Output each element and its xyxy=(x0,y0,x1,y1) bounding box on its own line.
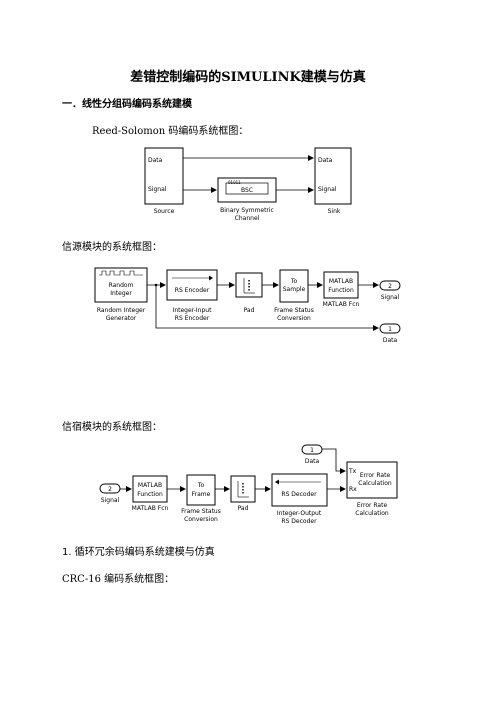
outport-signal-label: Signal xyxy=(381,294,400,301)
to-frame-text-2: Frame xyxy=(192,491,211,498)
wire-data-to-tx xyxy=(322,448,346,474)
error-rate-port-tx: Tx xyxy=(348,468,357,475)
rs-system-diagram: Data Signal Source BSC 01011 Binary Symm… xyxy=(144,147,352,222)
random-integer-label-2: Generator xyxy=(106,315,137,322)
matlab-fcn-block-2[interactable]: MATLAB Function xyxy=(132,475,168,503)
rs-encoder-label-2: RS Encoder xyxy=(175,315,210,322)
section-heading-crc: 1. 循环冗余码编码系统建模与仿真 xyxy=(62,547,215,558)
random-integer-block[interactable]: Random Integer xyxy=(94,267,148,303)
source-port-signal: Signal xyxy=(148,186,167,193)
source-caption: 信源模块的系统框图： xyxy=(62,242,162,253)
random-integer-label-1: Random Integer xyxy=(97,307,146,314)
inport-data-num: 1 xyxy=(310,447,314,454)
inport-data[interactable]: 1 xyxy=(301,444,323,455)
pad-label: Pad xyxy=(244,307,255,314)
outport-data-num: 1 xyxy=(388,326,392,333)
to-sample-label-2: Conversion xyxy=(277,315,311,322)
matlab-fcn-label: MATLAB Fcn xyxy=(323,301,360,308)
bsc-bit-icon: 01011 xyxy=(228,180,241,185)
bsc-block[interactable]: BSC 01011 xyxy=(217,177,277,203)
matlab-fcn-text-1: MATLAB xyxy=(329,278,353,285)
rs-caption: Reed-Solomon 码编码系统框图： xyxy=(92,126,249,137)
pad-block[interactable] xyxy=(235,272,263,298)
pad-2-label: Pad xyxy=(238,505,249,512)
error-rate-label-2: Calculation xyxy=(355,510,389,517)
to-sample-text-1: To xyxy=(290,278,298,285)
page-title: 差错控制编码的SIMULINK建模与仿真 xyxy=(130,70,366,85)
matlab-fcn-2-text-2: Function xyxy=(137,491,163,498)
error-rate-block[interactable]: Tx Rx Error Rate Calculation xyxy=(346,461,398,499)
rs-encoder-text: RS Encoder xyxy=(175,287,210,294)
sink-subsystem-diagram: 1 Data 2 Signal MATLAB Function MATLAB F… xyxy=(99,444,398,525)
bsc-block-text: BSC xyxy=(241,187,253,194)
source-port-data: Data xyxy=(148,157,163,164)
source-subsystem-diagram: Random Integer Random Integer Generator … xyxy=(94,267,401,344)
pad-block-2[interactable] xyxy=(230,475,256,503)
matlab-fcn-text-2: Function xyxy=(328,287,354,294)
to-frame-text-1: To xyxy=(197,482,205,489)
rs-decoder-block[interactable]: RS Decoder xyxy=(271,473,328,507)
rs-encoder-label-1: Integer-Input xyxy=(173,307,213,314)
matlab-fcn-block[interactable]: MATLAB Function xyxy=(323,271,359,299)
matlab-fcn-2-label: MATLAB Fcn xyxy=(132,505,169,512)
random-integer-text-2: Integer xyxy=(110,290,132,297)
sink-block[interactable] xyxy=(314,147,352,205)
inport-data-label: Data xyxy=(305,458,320,465)
error-rate-port-rx: Rx xyxy=(349,486,357,493)
pulse-icon xyxy=(99,270,143,276)
outport-data-label: Data xyxy=(383,337,398,344)
to-sample-block[interactable]: To Sample xyxy=(279,269,309,303)
rs-decoder-label-2: RS Decoder xyxy=(281,518,317,525)
outport-signal-num: 2 xyxy=(388,283,392,290)
to-frame-label-1: Frame Status xyxy=(181,508,221,515)
inport-signal-label: Signal xyxy=(101,497,120,504)
rs-decoder-label-1: Integer-Output xyxy=(277,510,322,517)
rs-decoder-text: RS Decoder xyxy=(281,491,317,498)
section-heading-linear-block: 一．线性分组码编码系统建模 xyxy=(62,99,192,110)
rs-encoder-block[interactable]: RS Encoder xyxy=(166,269,218,301)
crc-caption: CRC-16 编码系统框图： xyxy=(62,574,175,585)
error-rate-text-1: Error Rate xyxy=(360,472,391,479)
to-frame-label-2: Conversion xyxy=(184,516,218,523)
sink-label: Sink xyxy=(328,208,341,215)
random-integer-text-1: Random xyxy=(109,282,134,289)
inport-signal[interactable]: 2 xyxy=(99,483,121,494)
sink-caption: 信宿模块的系统框图： xyxy=(62,422,162,433)
source-block[interactable] xyxy=(144,147,184,205)
sink-port-signal: Signal xyxy=(318,186,337,193)
source-label: Source xyxy=(154,208,175,215)
matlab-fcn-2-text-1: MATLAB xyxy=(138,482,162,489)
error-rate-text-2: Calculation xyxy=(358,480,392,487)
outport-data[interactable]: 1 xyxy=(379,323,401,334)
wire-data-branch xyxy=(155,285,379,331)
sink-port-data: Data xyxy=(318,157,333,164)
to-sample-label-1: Frame Status xyxy=(274,307,314,314)
inport-signal-num: 2 xyxy=(108,486,112,493)
to-frame-block[interactable]: To Frame xyxy=(186,474,216,506)
to-sample-text-2: Sample xyxy=(283,286,306,293)
error-rate-label-1: Error Rate xyxy=(357,502,388,509)
bsc-label-1: Binary Symmetric xyxy=(220,207,274,214)
bsc-label-2: Channel xyxy=(235,215,260,222)
outport-signal[interactable]: 2 xyxy=(379,280,401,291)
